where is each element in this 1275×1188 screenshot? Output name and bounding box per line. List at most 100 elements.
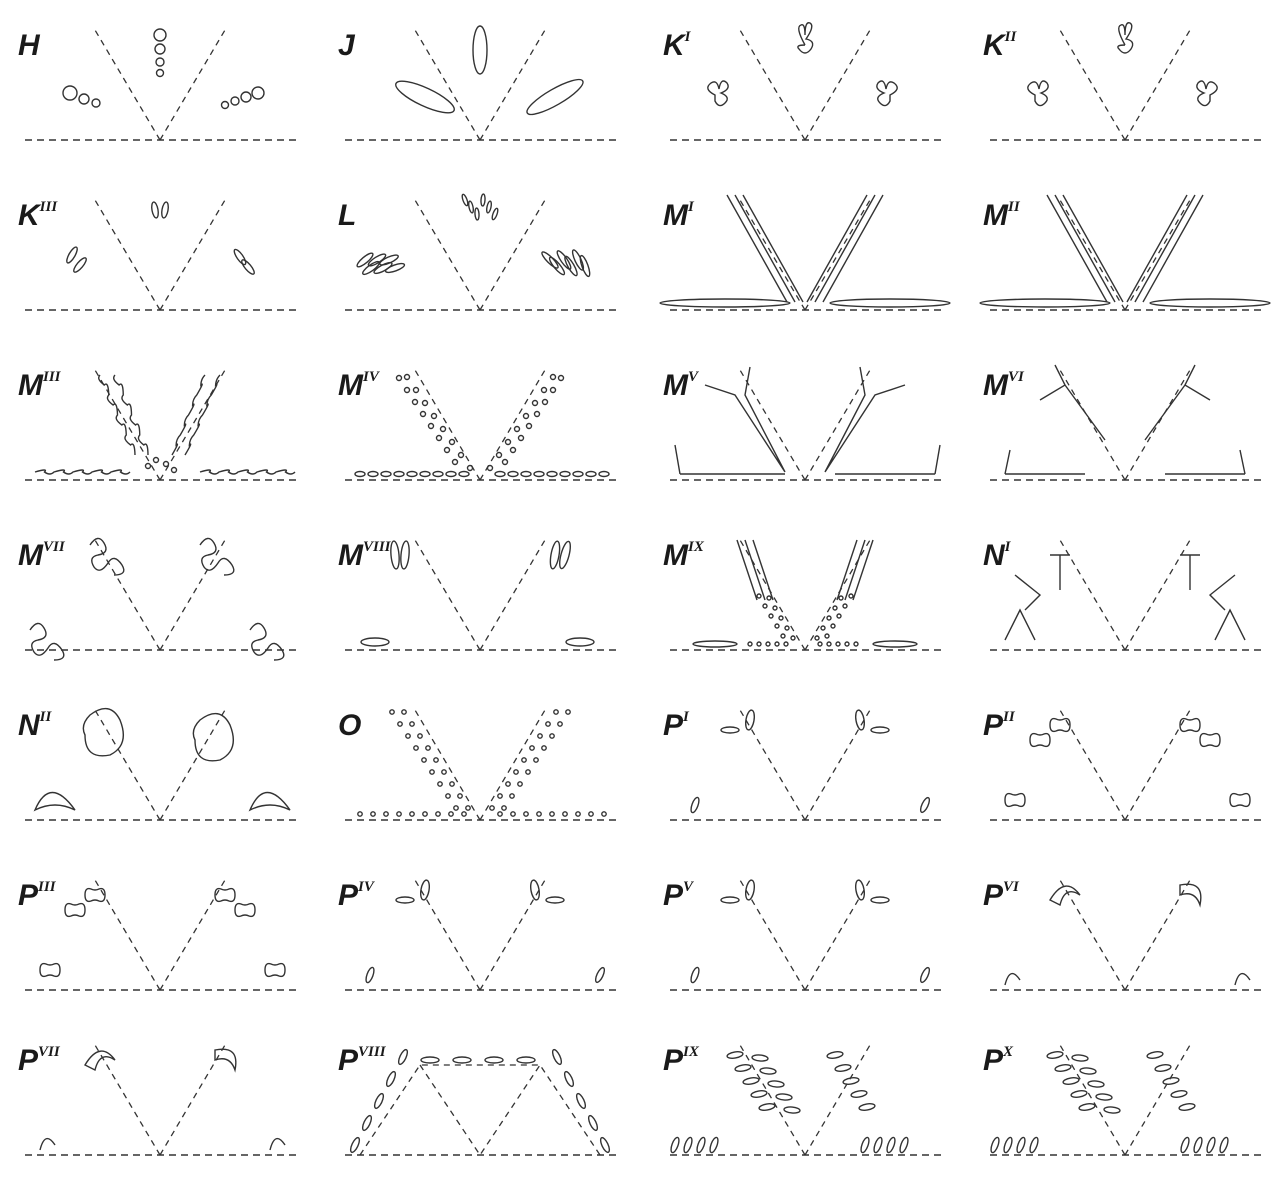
circle-specimen bbox=[791, 636, 795, 640]
oval-specimen bbox=[759, 1103, 776, 1112]
dumbbell-specimen bbox=[235, 904, 255, 917]
oval-specimen bbox=[1155, 1064, 1172, 1073]
branched-specimen bbox=[877, 81, 897, 106]
panel-label-letter: N bbox=[983, 539, 1006, 572]
oval-specimen bbox=[751, 1090, 768, 1099]
panel-label-numeral: III bbox=[39, 199, 59, 215]
guide-right bbox=[1125, 880, 1190, 990]
rod-specimen bbox=[853, 540, 873, 600]
circle-specimen bbox=[358, 812, 362, 816]
oval-specimen bbox=[575, 1092, 587, 1109]
guide-right bbox=[1125, 370, 1190, 480]
panel-label-letter: P bbox=[18, 1044, 39, 1077]
circle-specimen bbox=[538, 734, 542, 738]
oval-specimen bbox=[419, 879, 430, 900]
bent-specimen bbox=[1050, 886, 1080, 905]
circle-specimen bbox=[763, 604, 767, 608]
oval-specimen bbox=[744, 879, 755, 900]
oval-specimen bbox=[396, 897, 414, 903]
oval-specimen bbox=[481, 194, 486, 206]
wavy-specimen bbox=[99, 375, 135, 455]
panel-P2: PII bbox=[983, 709, 1265, 820]
oval-specimen bbox=[1096, 1093, 1112, 1100]
panel-label: L bbox=[338, 199, 356, 232]
circle-specimen bbox=[231, 97, 239, 105]
panel-label-letter: M bbox=[338, 539, 364, 572]
circle-specimen bbox=[498, 794, 502, 798]
panel-label-letter: P bbox=[663, 709, 684, 742]
circle-specimen bbox=[526, 770, 530, 774]
panel-label: MIX bbox=[663, 539, 705, 572]
circle-specimen bbox=[518, 782, 522, 786]
panel-label-numeral: X bbox=[1002, 1044, 1014, 1060]
dumbbell-specimen bbox=[265, 964, 285, 977]
oval-specimen bbox=[65, 246, 79, 265]
circle-specimen bbox=[450, 440, 455, 445]
oval-specimen bbox=[385, 1070, 397, 1087]
panel-label-numeral: IV bbox=[357, 879, 376, 895]
circle-specimen bbox=[845, 642, 849, 646]
oval-specimen bbox=[784, 1106, 800, 1113]
panel-label: MIII bbox=[18, 369, 62, 402]
wavy-specimen bbox=[200, 470, 295, 474]
dumbbell-specimen bbox=[1180, 719, 1200, 732]
rod-specimen bbox=[737, 540, 757, 600]
guide-left bbox=[415, 370, 480, 480]
circle-specimen bbox=[775, 624, 779, 628]
circle-specimen bbox=[514, 770, 518, 774]
guide-left bbox=[415, 200, 480, 310]
oval-specimen bbox=[776, 1093, 792, 1100]
circle-specimen bbox=[449, 812, 453, 816]
circle-specimen bbox=[502, 806, 506, 810]
oval-specimen bbox=[486, 201, 492, 214]
circle-specimen bbox=[371, 812, 375, 816]
oval-specimen bbox=[1104, 1106, 1120, 1113]
wavy-specimen bbox=[35, 470, 130, 474]
panel-label-letter: K bbox=[983, 29, 1007, 62]
oval-specimen bbox=[843, 1077, 860, 1086]
circle-specimen bbox=[441, 427, 446, 432]
blob-specimen bbox=[35, 793, 75, 811]
dumbbell-specimen bbox=[85, 889, 105, 902]
circle-specimen bbox=[602, 812, 606, 816]
guide-left bbox=[1060, 370, 1125, 480]
oval-specimen bbox=[421, 1057, 439, 1063]
panel-label-numeral: III bbox=[42, 369, 62, 385]
rod-specimen bbox=[823, 195, 883, 302]
panel-K2: KII bbox=[983, 23, 1265, 140]
oval-specimen bbox=[517, 1057, 535, 1063]
circle-specimen bbox=[551, 388, 556, 393]
oval-specimen bbox=[355, 472, 365, 477]
oval-specimen bbox=[708, 1136, 719, 1153]
oval-specimen bbox=[523, 74, 586, 120]
oval-specimen bbox=[830, 299, 950, 307]
hooked-specimen bbox=[1165, 450, 1245, 474]
blob-specimen bbox=[250, 793, 290, 811]
oval-specimen bbox=[1163, 1077, 1180, 1086]
panel-N1: NI bbox=[983, 539, 1265, 650]
oval-specimen bbox=[459, 472, 469, 477]
guide-left bbox=[740, 1045, 805, 1155]
circle-specimen bbox=[172, 468, 177, 473]
circle-specimen bbox=[843, 604, 847, 608]
panel-label-numeral: I bbox=[682, 709, 690, 725]
circle-specimen bbox=[534, 758, 538, 762]
oval-specimen bbox=[364, 966, 375, 983]
circle-specimen bbox=[784, 642, 788, 646]
panel-label: PI bbox=[663, 709, 690, 742]
oval-specimen bbox=[361, 638, 389, 646]
panel-M9: MIX bbox=[663, 539, 945, 650]
circle-specimen bbox=[436, 812, 440, 816]
oval-specimen bbox=[521, 472, 531, 477]
panel-label: KII bbox=[983, 29, 1018, 62]
oval-specimen bbox=[594, 966, 606, 983]
hooked-specimen bbox=[825, 367, 905, 472]
panel-label: MVI bbox=[983, 369, 1025, 402]
oval-specimen bbox=[1150, 299, 1270, 307]
panel-P10: PX bbox=[983, 1044, 1265, 1155]
oval-specimen bbox=[407, 472, 417, 477]
guide-left bbox=[740, 200, 805, 310]
circle-specimen bbox=[498, 812, 502, 816]
oval-specimen bbox=[368, 472, 378, 477]
rod-specimen bbox=[753, 540, 773, 600]
